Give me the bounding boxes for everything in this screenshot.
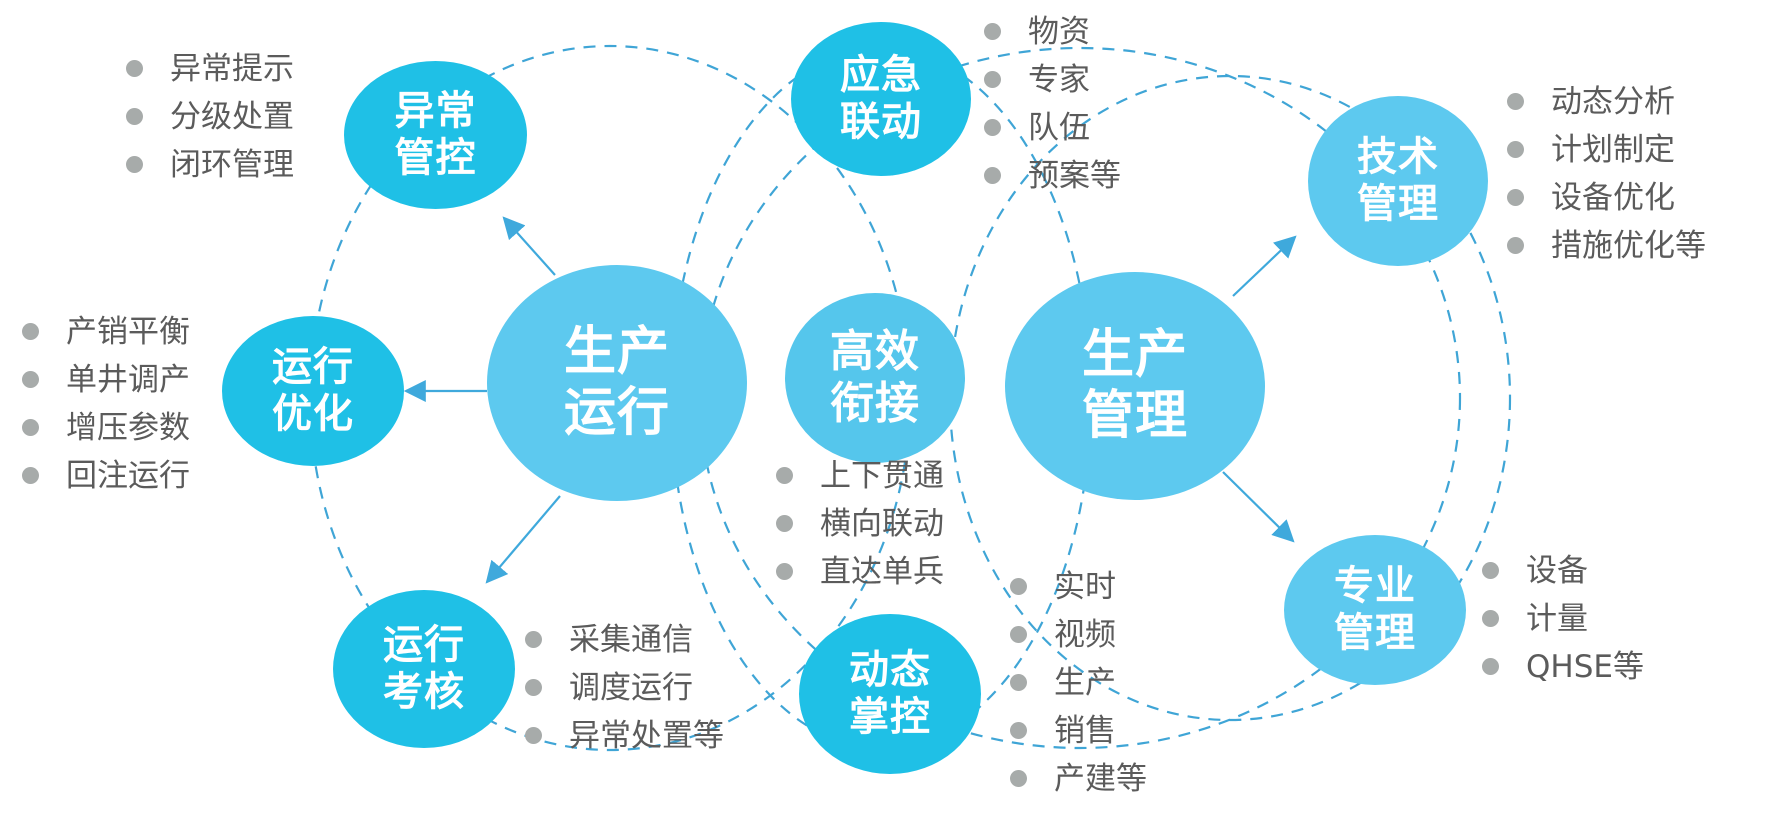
efficient-connection-list: 上下贯通 横向联动 直达单兵 [776,452,944,596]
list-item: 动态分析 [1507,78,1706,126]
tech-mgmt-node: 技术 管理 [1308,96,1488,266]
abnormal-control-list: 异常提示 分级处置 闭环管理 [126,45,294,189]
professional-mgmt-list: 设备 计量 QHSE等 [1482,547,1644,691]
list-item: 横向联动 [776,500,944,548]
dynamic-control-list: 实时 视频 生产 销售 产建等 [1010,563,1147,803]
list-item: 措施优化等 [1507,222,1706,270]
node-label-line2: 联动 [840,99,922,145]
list-item: 设备 [1482,547,1644,595]
dynamic-control-node: 动态 掌控 [799,614,981,774]
list-item: 单井调产 [22,356,190,404]
arrow-to-professional-mgmt [1222,471,1295,543]
list-item: 计量 [1482,595,1644,643]
list-item: 专家 [984,56,1121,104]
operation-optimize-node: 运行 优化 [222,316,404,466]
list-item: 调度运行 [525,664,724,712]
node-label-line2: 衔接 [830,378,920,429]
list-item: 实时 [1010,563,1147,611]
node-label-line1: 应急 [840,51,922,98]
list-item: 采集通信 [525,616,724,664]
node-label-line1: 异常 [394,87,477,134]
abnormal-control-node: 异常 管控 [344,61,527,209]
tech-mgmt-list: 动态分析 计划制定 设备优化 措施优化等 [1507,78,1706,270]
list-item: 增压参数 [22,404,190,452]
production-mgmt-node: 生产 管理 [1005,272,1265,500]
node-label-line1: 动态 [849,646,931,693]
list-item: 计划制定 [1507,126,1706,174]
operation-assessment-node: 运行 考核 [333,590,515,748]
node-label-line2: 管理 [1081,386,1188,446]
production-operation-node: 生产 运行 [487,265,747,501]
list-item: 队伍 [984,104,1121,152]
list-item: 上下贯通 [776,452,944,500]
arrow-to-abnormal-control [502,216,556,276]
node-label-line1: 专业 [1334,562,1416,609]
node-label-line2: 考核 [383,669,465,715]
node-label-line2: 管理 [1357,181,1439,227]
emergency-linkage-node: 应急 联动 [791,22,971,176]
node-label-line2: 掌控 [849,694,931,740]
list-item: 直达单兵 [776,548,944,596]
node-label-line2: 管理 [1334,610,1416,656]
list-item: 闭环管理 [126,141,294,189]
node-label-line1: 运行 [272,343,354,390]
list-item: 异常提示 [126,45,294,93]
operation-assessment-list: 采集通信 调度运行 异常处置等 [525,616,724,760]
list-item: 生产 [1010,659,1147,707]
operation-optimize-list: 产销平衡 单井调产 增压参数 回注运行 [22,308,190,500]
efficient-connection-node: 高效 衔接 [785,293,965,463]
professional-mgmt-node: 专业 管理 [1284,535,1466,685]
list-item: 预案等 [984,152,1121,200]
node-label-line1: 高效 [830,326,920,378]
list-item: 产建等 [1010,755,1147,803]
emergency-linkage-list: 物资 专家 队伍 预案等 [984,8,1121,200]
node-label-line1: 生产 [563,321,670,382]
node-label-line2: 运行 [563,383,670,443]
node-label-line2: 优化 [272,391,354,437]
list-item: 分级处置 [126,93,294,141]
list-item: 视频 [1010,611,1147,659]
node-label-line1: 生产 [1081,324,1188,385]
list-item: 销售 [1010,707,1147,755]
list-item: 产销平衡 [22,308,190,356]
list-item: 回注运行 [22,452,190,500]
arrow-to-operation-assessment [485,495,561,584]
list-item: QHSE等 [1482,643,1644,691]
node-label-line2: 管控 [394,135,477,181]
list-item: 设备优化 [1507,174,1706,222]
list-item: 物资 [984,8,1121,56]
arrow-to-tech-mgmt [1232,235,1297,297]
outer-dashed-ring [698,46,1462,750]
node-label-line1: 技术 [1357,133,1439,180]
list-item: 异常处置等 [525,712,724,760]
node-label-line1: 运行 [383,621,465,668]
